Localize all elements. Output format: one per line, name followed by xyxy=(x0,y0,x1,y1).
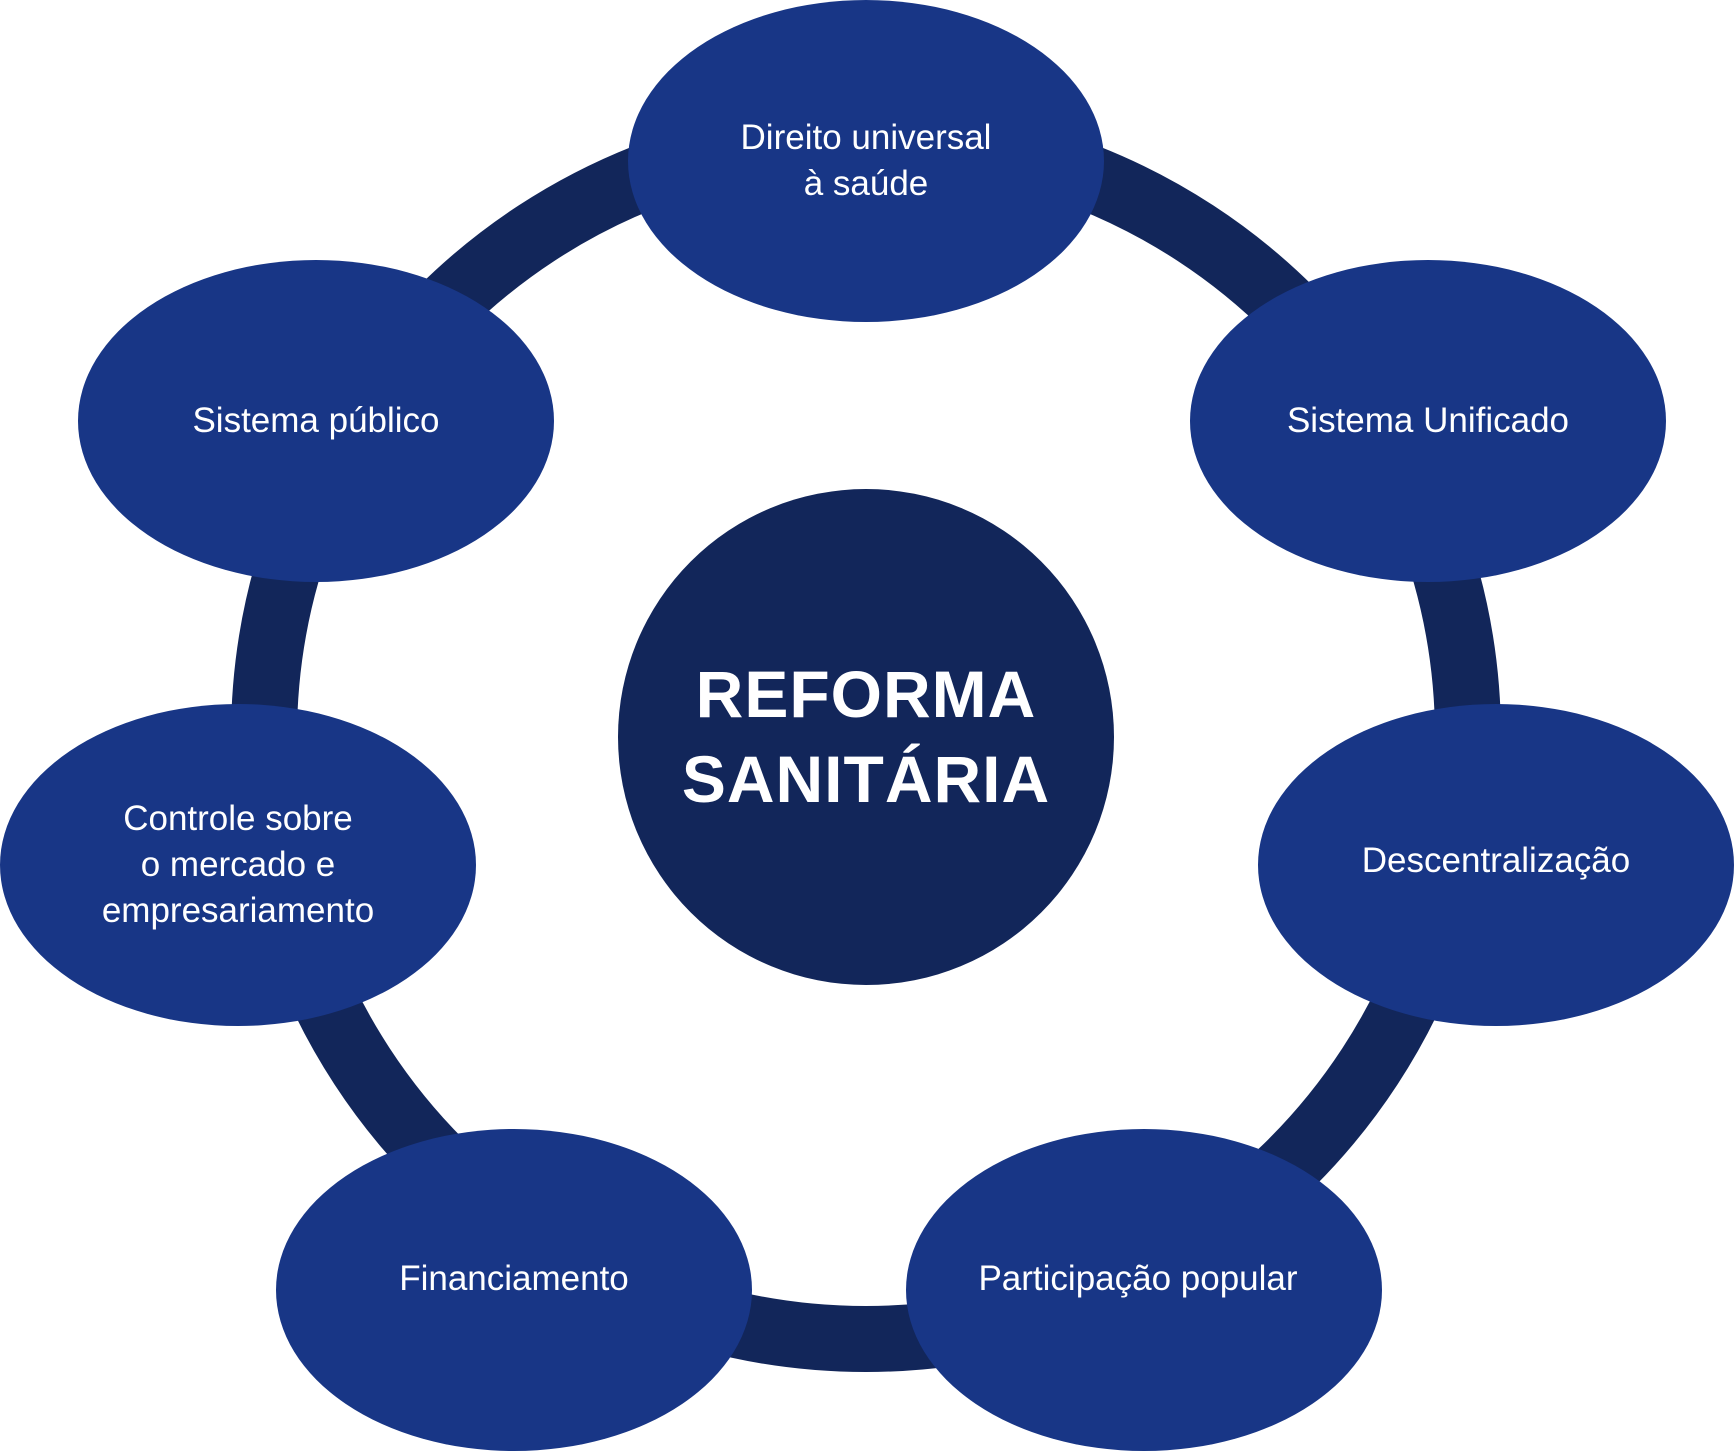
node-shape-sistema-publico xyxy=(78,260,554,582)
node-shape-direito-universal xyxy=(628,0,1104,322)
node-label-participacao-popular: Participação popular xyxy=(978,1259,1298,1298)
node-shape-sistema-unificado xyxy=(1190,260,1666,582)
node-shape-descentralizacao xyxy=(1258,704,1734,1026)
node-label-financiamento: Financiamento xyxy=(399,1259,629,1298)
center-title: REFORMA SANITÁRIA xyxy=(681,657,1051,816)
center-circle xyxy=(618,489,1114,985)
node-label-descentralizacao: Descentralização xyxy=(1361,841,1631,880)
node-label-sistema-unificado: Sistema Unificado xyxy=(1286,401,1570,440)
node-label-controle-mercado: Controle sobre o mercado e empresariamen… xyxy=(101,799,375,930)
node-shape-financiamento xyxy=(276,1129,752,1451)
node-label-sistema-publico: Sistema público xyxy=(192,401,440,440)
node-shape-participacao-popular xyxy=(906,1129,1382,1451)
node-label-direito-universal: Direito universal à saúde xyxy=(740,118,992,203)
node-shape-controle-mercado xyxy=(0,704,476,1026)
